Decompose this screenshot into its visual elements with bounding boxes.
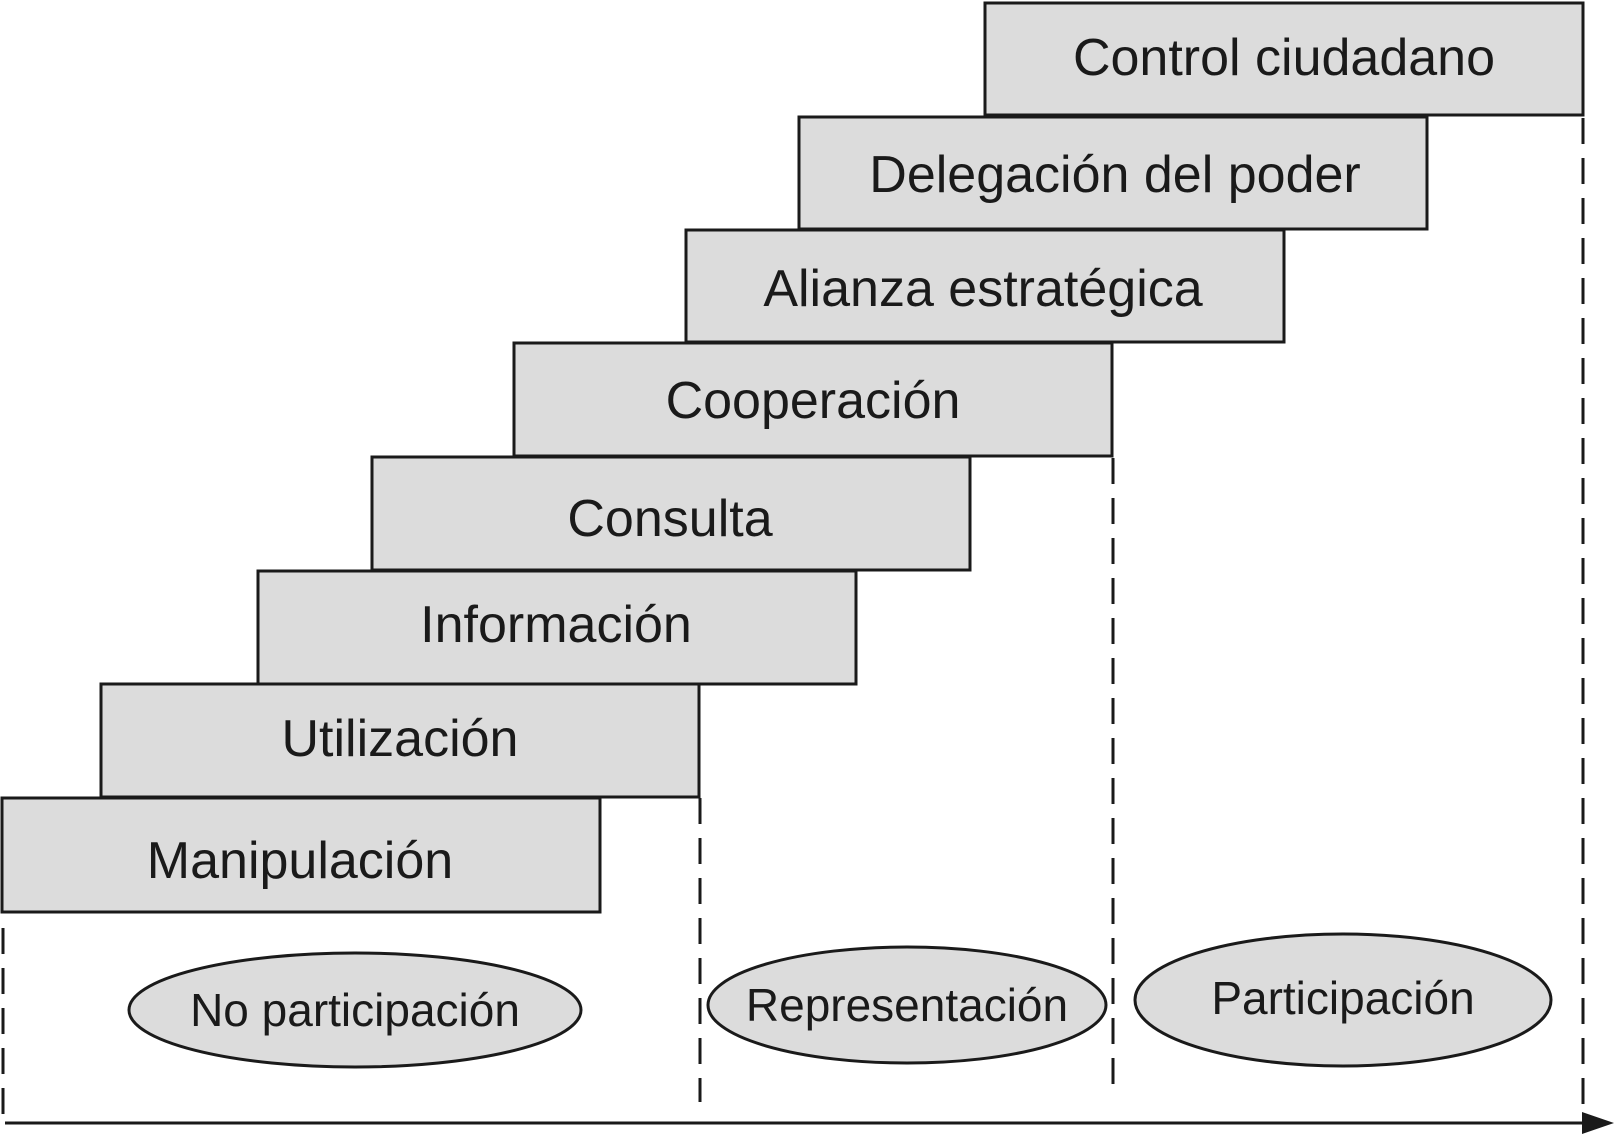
step-label: Manipulación: [147, 832, 453, 890]
group-label: Participación: [1211, 972, 1474, 1024]
step-consulta: Consulta: [370, 455, 972, 572]
step-box: [684, 228, 1286, 344]
group-ellipse: [706, 945, 1108, 1065]
step-label: Información: [420, 596, 692, 654]
group-ellipse: [127, 951, 583, 1069]
step-label: Consulta: [567, 490, 772, 548]
step-control-ciudadano: Control ciudadano: [983, 1, 1585, 117]
step-label: Alianza estratégica: [763, 260, 1202, 318]
step-delegacion-del-poder: Delegación del poder: [797, 115, 1429, 231]
step-box: [512, 341, 1114, 458]
group-label: No participación: [190, 984, 520, 1036]
step-box: [370, 455, 972, 572]
group-ellipse: [1133, 932, 1553, 1068]
group-label: Representación: [746, 979, 1068, 1031]
axis-arrowhead: [1582, 1112, 1614, 1134]
group-representacion: Representación: [706, 945, 1108, 1065]
step-cooperacion: Cooperación: [512, 341, 1114, 458]
step-box: [983, 1, 1585, 117]
step-manipulacion: Manipulación: [0, 796, 602, 914]
step-label: Control ciudadano: [1073, 29, 1495, 87]
step-label: Utilización: [282, 710, 519, 768]
step-informacion: Información: [256, 569, 858, 686]
step-label: Delegación del poder: [869, 146, 1360, 204]
step-alianza-estrategica: Alianza estratégica: [684, 228, 1286, 344]
step-box: [256, 569, 858, 686]
step-box: [99, 682, 701, 799]
group-participacion: Participación: [1133, 932, 1553, 1068]
step-box: [0, 796, 602, 914]
step-label: Cooperación: [666, 372, 961, 430]
step-box: [797, 115, 1429, 231]
step-utilizacion: Utilización: [99, 682, 701, 799]
group-no-participacion: No participación: [127, 951, 583, 1069]
